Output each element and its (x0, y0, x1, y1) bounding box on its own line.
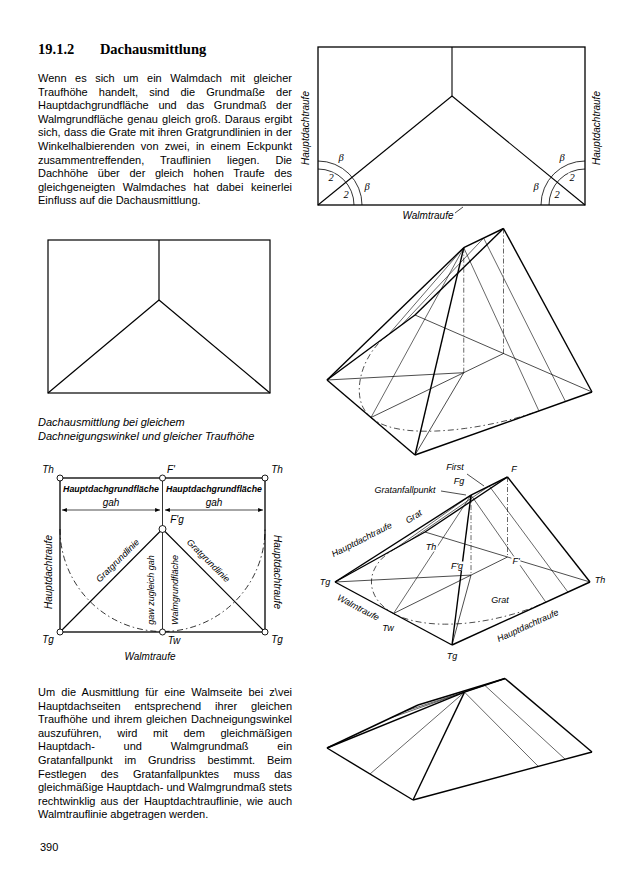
roof-line (425, 477, 508, 532)
roof-line (471, 557, 507, 575)
point-label: F'g (169, 515, 185, 525)
projected-circle-arc (359, 335, 539, 432)
hip-meeting-point-label: Gratanfallpunkt (373, 486, 436, 495)
eave-label: Hauptdachtraufe (44, 534, 54, 610)
roof-line (327, 248, 464, 380)
figure-caption: Dachausmittlung bei gleichem Dachneigung… (38, 416, 283, 443)
roof-line (484, 238, 566, 401)
point-label: Th (270, 465, 284, 475)
roof-line (371, 248, 464, 418)
point-label: Tw (167, 636, 182, 646)
hip-roof-perspective-labelled (335, 477, 590, 645)
angle-symbol: β (558, 153, 565, 164)
angle-divisor: 2 (553, 190, 560, 201)
angle-symbol: β (363, 182, 370, 193)
page-number: 390 (40, 842, 58, 853)
eave-label: Hauptdachtraufe (592, 90, 602, 166)
point-label: Th (425, 543, 438, 552)
dimension-label: gah (102, 498, 121, 508)
hip-eave-label: Walmtraufe (124, 652, 177, 662)
point-label: F'g (450, 562, 464, 571)
section-heading: 19.1.2 Dachausmittlung (38, 42, 206, 57)
angle-symbol: β (532, 182, 539, 193)
roof-line (452, 575, 471, 645)
projected-circle-arc (371, 548, 545, 624)
eave-label: Hauptdachtraufe (329, 520, 394, 559)
roof-line (465, 692, 539, 766)
roof-line (394, 575, 472, 613)
roof-line (413, 692, 465, 800)
angle-symbol: β (337, 153, 344, 164)
area-label: Hauptdachgrundfläche (63, 485, 159, 494)
area-label: Walmgrundfläche (171, 554, 180, 626)
point-label: Tw (381, 624, 394, 633)
eave-label: Hauptdachtraufe (495, 608, 561, 645)
dimension-label: gah (205, 498, 224, 508)
roof-line (327, 373, 464, 380)
roof-line (391, 692, 465, 718)
roof-line (389, 248, 464, 335)
hip-label: Grat (403, 508, 424, 526)
roof-line (471, 495, 546, 602)
point-label: Fg (453, 477, 466, 486)
point-label: F' (511, 557, 520, 566)
point-label: F' (166, 465, 176, 475)
point-label: F (510, 465, 518, 474)
point-label: Tg (270, 635, 284, 645)
roof-line (396, 495, 471, 548)
roof-line (415, 229, 504, 316)
hip-eave-label: Walmtraufe (335, 593, 381, 623)
roof-line (471, 495, 472, 575)
point-label: Tg (446, 652, 459, 661)
roof-line (404, 685, 484, 711)
hip-plan-dimensioned (57, 475, 268, 635)
roof-line (503, 229, 504, 354)
hip-eave-label: Walmtraufe (402, 211, 455, 221)
roof-line (415, 248, 464, 455)
hip-label: Grat (490, 596, 510, 605)
roof-line (504, 229, 593, 393)
hip-roof-perspective (327, 229, 592, 456)
roof-line (463, 248, 464, 373)
roof-line (394, 495, 472, 613)
roof-line (485, 685, 565, 759)
hip-plan-simple (48, 240, 270, 393)
roof-line (371, 373, 464, 418)
eave-label: Hauptdachtraufe (301, 90, 311, 166)
angle-divisor: 2 (327, 173, 334, 184)
roof-line (464, 354, 504, 373)
roof-line (327, 692, 465, 748)
roof-line (471, 477, 507, 495)
point-label: Th (594, 576, 607, 585)
point-label: Th (41, 465, 55, 475)
hip-plan-angles (318, 47, 585, 213)
dimension-label: gaw zugleich gah (147, 554, 156, 626)
angle-divisor: 2 (568, 173, 575, 184)
hip-roof-perspective-flat (327, 679, 592, 801)
roof-line (452, 582, 590, 645)
hip-base-line-label: Gratgrundlinie (94, 537, 142, 585)
eave-label: Hauptdachtraufe (272, 534, 282, 610)
point-label: Tg (41, 635, 55, 645)
roof-line (464, 248, 539, 411)
ridge-label: First (445, 463, 465, 472)
angle-divisor: 2 (342, 190, 349, 201)
roof-line (505, 679, 592, 753)
roof-line (507, 477, 508, 557)
hip-base-line-label: Gratgrundlinie (184, 537, 232, 585)
point-label: Tg (319, 578, 332, 587)
body-paragraph: Um die Ausmittlung für eine Walmseite be… (38, 686, 292, 822)
roof-line (335, 575, 471, 582)
roof-line (402, 238, 484, 325)
roof-line (370, 692, 465, 774)
roof-line (489, 486, 568, 592)
area-label: Hauptdachgrundfläche (166, 485, 262, 494)
roof-line (415, 373, 464, 455)
body-paragraph: Wenn es sich um ein Walmdach mit gleiche… (38, 72, 292, 208)
